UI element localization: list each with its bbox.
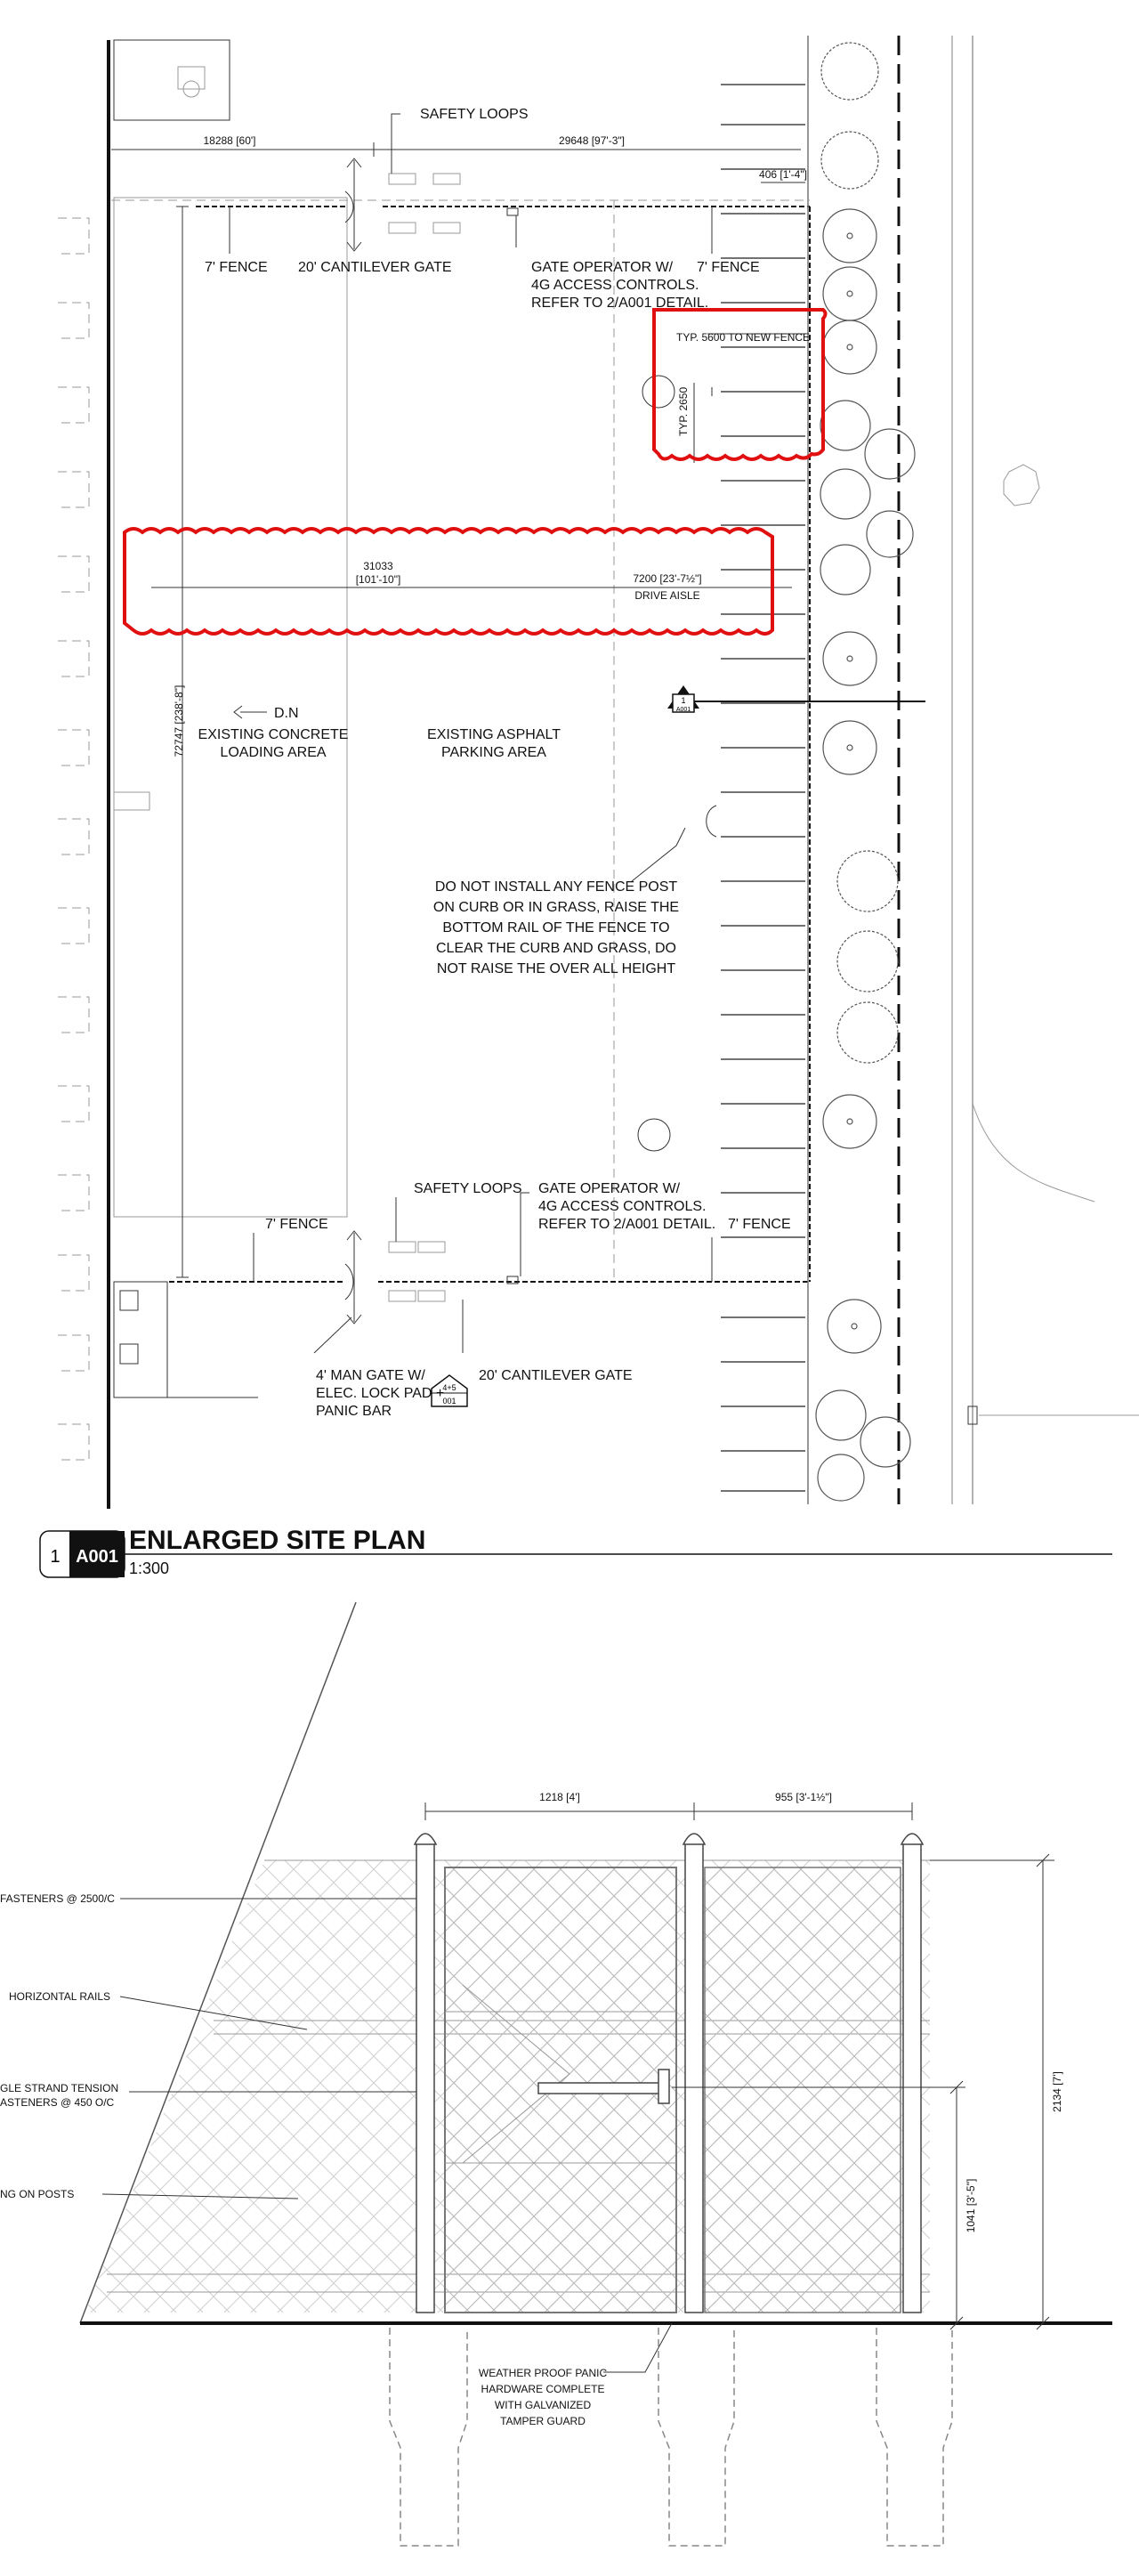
- section-cut-tag: 1 A001: [667, 685, 925, 713]
- label-gate-operator-bottom-1: GATE OPERATOR W/: [538, 1181, 681, 1196]
- label-dn: D.N: [274, 706, 299, 721]
- label-man-gate-2: ELEC. LOCK PAD +: [316, 1386, 444, 1401]
- gate-operator-bottom: [344, 1230, 519, 1324]
- detail-tag: 4+5 001: [431, 1374, 468, 1407]
- dim-1218: 1218 [4']: [539, 1791, 580, 1803]
- label-fasteners: FASTENERS @ 2500/C: [0, 1892, 115, 1905]
- label-panic-1: WEATHER PROOF PANIC: [479, 2367, 608, 2379]
- label-note-1: DO NOT INSTALL ANY FENCE POST: [435, 879, 678, 895]
- label-gate-operator-top-2: 4G ACCESS CONTROLS.: [531, 278, 699, 293]
- label-cantilever-gate-bottom: 20' CANTILEVER GATE: [479, 1368, 633, 1383]
- label-gate-operator-bottom-2: 4G ACCESS CONTROLS.: [538, 1199, 707, 1214]
- section-cut-sheet: A001: [676, 707, 691, 713]
- label-note-3: BOTTOM RAIL OF THE FENCE TO: [442, 920, 669, 936]
- reference-circle-bottom: [637, 1118, 671, 1152]
- trees: [815, 42, 916, 1502]
- label-asphalt-2: PARKING AREA: [441, 745, 546, 760]
- panic-bar: [537, 2082, 668, 2094]
- accessible-icon: [182, 80, 200, 98]
- label-gate-operator-top-1: GATE OPERATOR W/: [531, 260, 674, 275]
- gate-operator-top: [344, 158, 519, 252]
- dimension-lines: [111, 142, 805, 1278]
- label-panic-4: TAMPER GUARD: [500, 2415, 586, 2427]
- label-cantilever-gate-top: 20' CANTILEVER GATE: [298, 260, 452, 275]
- dim-72747: 72747 [238'-8"]: [173, 685, 185, 757]
- dim-31033-imperial: [101'-10"]: [356, 573, 401, 586]
- accessible-symbol: [177, 66, 206, 90]
- dim-31033: 31033: [363, 560, 393, 572]
- label-7-fence-bottom-right: 7' FENCE: [728, 1217, 791, 1232]
- label-tension-2: ASTENERS @ 450 O/C: [0, 2096, 115, 2109]
- site-plan: 18288 [60'] 29648 [97'-3"] 406 [1'-4"] 7…: [58, 36, 1139, 1509]
- label-panic-2: HARDWARE COMPLETE: [481, 2383, 605, 2395]
- label-7-fence-bottom-left: 7' FENCE: [265, 1217, 328, 1232]
- break-line: [79, 1601, 357, 2324]
- dim-18288: 18288 [60']: [203, 134, 255, 147]
- hydrant: [967, 1405, 978, 1425]
- parking-stalls: [721, 84, 805, 1492]
- label-tension-1: GLE STRAND TENSION: [0, 2082, 118, 2094]
- label-concrete-1: EXISTING CONCRETE: [198, 727, 349, 742]
- label-man-gate-1: 4' MAN GATE W/: [316, 1368, 425, 1383]
- title-scale: 1:300: [129, 1559, 169, 1577]
- dim-406: 406 [1'-4"]: [759, 168, 807, 181]
- dim-29648: 29648 [97'-3"]: [559, 134, 625, 147]
- dim-2134: 2134 [7']: [1051, 2071, 1063, 2112]
- label-note-4: CLEAR THE CURB AND GRASS, DO: [436, 941, 676, 956]
- leader-lines: [229, 113, 717, 1354]
- elevation-dimensions: [424, 1802, 1054, 2330]
- label-posts: NG ON POSTS: [0, 2188, 74, 2200]
- road-curve: [972, 1103, 1095, 1203]
- dim-1041: 1041 [3'-5"]: [965, 2179, 977, 2233]
- label-safety-loops-bottom: SAFETY LOOPS: [414, 1181, 522, 1196]
- detail-tag-number: 4+5: [442, 1383, 456, 1392]
- panic-lock: [658, 2069, 670, 2104]
- reference-circle-top: [642, 375, 675, 409]
- stair: [113, 791, 150, 811]
- detail-tag-sheet: 001: [442, 1397, 456, 1405]
- label-typ-new-fence: TYP. 5600 TO NEW FENCE: [676, 331, 810, 344]
- equipment-unit: [119, 1343, 139, 1365]
- label-note-5: NOT RAISE THE OVER ALL HEIGHT: [437, 961, 675, 976]
- elevation-leaders: [101, 1898, 673, 2373]
- existing-structure-bottom: [113, 1281, 168, 1398]
- revision-cloud-drive-aisle: [123, 527, 774, 636]
- concrete-area: [113, 197, 348, 1218]
- building-windows: [58, 217, 90, 1461]
- label-man-gate-3: PANIC BAR: [316, 1404, 392, 1419]
- section-cut-number: 1: [681, 696, 685, 705]
- label-drive-aisle: DRIVE AISLE: [634, 589, 699, 602]
- dim-7200: 7200 [23'-7½"]: [633, 572, 701, 585]
- title-name: ENLARGED SITE PLAN: [129, 1526, 425, 1555]
- label-note-2: ON CURB OR IN GRASS, RAISE THE: [433, 900, 679, 915]
- existing-structure-top: [113, 39, 230, 121]
- revision-cloud-right: [652, 308, 828, 461]
- label-typ-2650: TYP. 2650: [677, 387, 690, 436]
- title-sheet-number: A001: [76, 1547, 118, 1567]
- equipment-unit: [119, 1290, 139, 1311]
- label-safety-loops-top: SAFETY LOOPS: [420, 107, 529, 122]
- fence-elevation: 1218 [4'] 955 [3'-1½"] 2134 [7'] 1041 [3…: [0, 1601, 1112, 2547]
- dim-955: 955 [3'-1½"]: [775, 1791, 832, 1803]
- drawing-title: 1 A001 ENLARGED SITE PLAN 1:300: [39, 1526, 1112, 1578]
- label-7-fence-top-left: 7' FENCE: [205, 260, 268, 275]
- post-footings: [389, 2328, 953, 2547]
- label-asphalt-1: EXISTING ASPHALT: [427, 727, 561, 742]
- title-detail-number: 1: [50, 1547, 60, 1567]
- label-concrete-2: LOADING AREA: [220, 745, 326, 760]
- utility-marker: [1003, 464, 1040, 506]
- label-panic-3: WITH GALVANIZED: [495, 2399, 592, 2411]
- fence-posts: [413, 1833, 925, 2313]
- label-gate-operator-bottom-3: REFER TO 2/A001 DETAIL.: [538, 1217, 715, 1232]
- label-gate-operator-top-3: REFER TO 2/A001 DETAIL.: [531, 296, 708, 311]
- label-7-fence-top-right: 7' FENCE: [697, 260, 760, 275]
- label-horizontal-rails: HORIZONTAL RAILS: [9, 1990, 110, 2003]
